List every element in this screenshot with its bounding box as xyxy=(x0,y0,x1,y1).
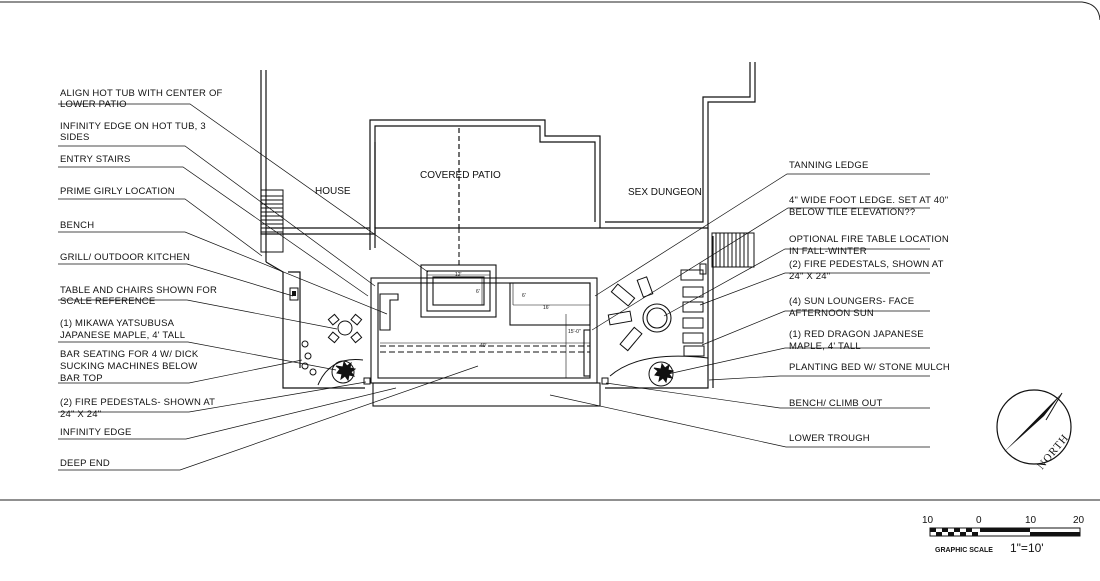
planting-bed-right xyxy=(609,355,709,377)
entry-stairs-right xyxy=(711,232,755,268)
pool xyxy=(370,277,601,407)
scale-caption: GRAPHIC SCALE xyxy=(935,547,993,554)
dim-ledge-depth: 6' xyxy=(522,293,526,299)
red-dragon-maple-tree xyxy=(648,361,675,387)
scale-tick-10-left: 10 xyxy=(922,515,934,526)
table-and-chairs xyxy=(327,313,363,344)
room-covered-patio: COVERED PATIO xyxy=(420,170,501,181)
callout-deep-end: DEEP END xyxy=(60,458,110,469)
callout-entry-stairs: ENTRY STAIRS xyxy=(60,154,131,165)
sun-loungers xyxy=(607,263,707,357)
north-label: NORTH xyxy=(1035,432,1071,472)
fire-table xyxy=(642,303,672,333)
right-callout-labels: TANNING LEDGE 4" WIDE FOOT LEDGE. SET AT… xyxy=(789,160,950,444)
left-callouts xyxy=(58,103,479,471)
callout-foot-ledge: 4" WIDE FOOT LEDGE. SET AT 40"BELOW TILE… xyxy=(789,195,948,218)
room-sex-dungeon: SEX DUNGEON xyxy=(628,187,702,198)
hot-tub xyxy=(420,228,497,318)
callout-bench-climb-out: BENCH/ CLIMB OUT xyxy=(789,398,882,409)
north-arrow: NORTH xyxy=(996,389,1072,472)
callout-prime-girly-location: PRIME GIRLY LOCATION xyxy=(60,186,175,197)
sheet-border xyxy=(0,1,1100,501)
callout-lower-trough: LOWER TROUGH xyxy=(789,433,870,444)
scale-tick-20: 20 xyxy=(1073,515,1085,526)
callout-tanning-ledge: TANNING LEDGE xyxy=(789,160,869,171)
dim-hot-tub-width: 12' xyxy=(455,272,462,278)
building-walls xyxy=(260,62,756,389)
callout-grill: GRILL/ OUTDOOR KITCHEN xyxy=(60,252,190,263)
dim-hot-tub-depth: 6' xyxy=(476,289,480,295)
callout-infinity-edge: INFINITY EDGE xyxy=(60,427,132,438)
dim-pool-width: 15'-0" xyxy=(568,329,581,335)
scale-ratio: 1"=10' xyxy=(1010,541,1044,555)
right-callouts xyxy=(549,173,930,448)
graphic-scale: 10 0 10 20 GRAPHIC SCALE 1"=10' xyxy=(922,515,1085,555)
bar-seating xyxy=(301,340,317,376)
dim-pool-length: 40' xyxy=(480,343,487,349)
room-house: HOUSE xyxy=(315,186,351,197)
dimension-lines xyxy=(380,274,590,378)
mikawa-maple-tree xyxy=(331,360,357,384)
fire-pedestal-left xyxy=(363,377,371,385)
callout-bench: BENCH xyxy=(60,220,94,231)
grill xyxy=(289,287,299,301)
dim-ledge-width: 16' xyxy=(543,305,550,311)
callout-planting-bed: PLANTING BED W/ STONE MULCH xyxy=(789,362,950,373)
fire-pedestal-right xyxy=(601,377,609,385)
scale-tick-0: 0 xyxy=(976,515,982,526)
scale-tick-10: 10 xyxy=(1025,515,1037,526)
entry-stairs-left xyxy=(260,189,284,253)
